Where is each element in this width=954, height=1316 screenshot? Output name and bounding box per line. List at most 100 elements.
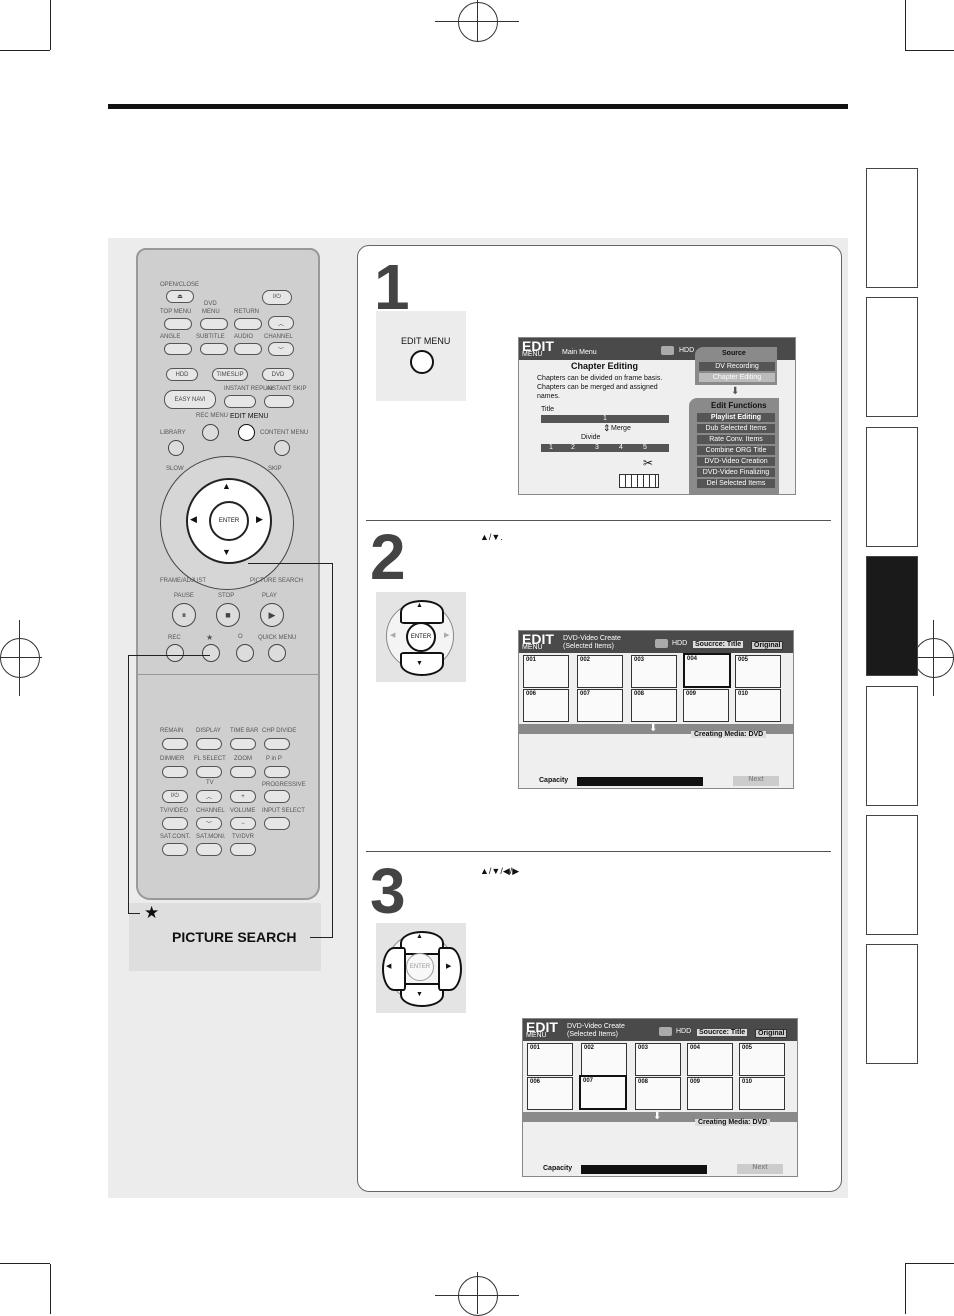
tv-video-button[interactable] (162, 817, 188, 830)
subtitle-button[interactable] (200, 343, 228, 355)
section-tab-active[interactable] (866, 556, 918, 676)
tv-channel-up-button[interactable]: ︿ (196, 790, 222, 803)
section-tab[interactable] (866, 686, 918, 806)
instant-replay-button[interactable] (224, 395, 256, 408)
tv-video-label: TV/VIDEO (160, 808, 189, 814)
edit-function-item[interactable]: Playlist Editing (697, 413, 775, 422)
p-in-p-button[interactable] (264, 766, 290, 778)
dvd-button[interactable]: DVD (262, 368, 294, 381)
thumbnail[interactable]: 009 (687, 1077, 733, 1110)
thumbnail[interactable]: 010 (739, 1077, 785, 1110)
open-close-button[interactable]: ⏏ (166, 290, 194, 303)
thumbnail[interactable]: 005 (735, 655, 781, 688)
thumbnail[interactable]: 001 (523, 655, 569, 688)
timeslip-button[interactable]: TIMESLIP (212, 368, 248, 381)
thumbnail[interactable]: 005 (739, 1043, 785, 1076)
edit-function-item[interactable]: DVD-Video Finalizing (697, 468, 775, 477)
enter-button[interactable]: ENTER (209, 501, 249, 541)
dpad-right[interactable] (438, 947, 462, 991)
return-button[interactable] (234, 318, 262, 330)
zoom-button[interactable] (230, 766, 256, 778)
rec-button[interactable] (166, 644, 184, 662)
edit-function-item[interactable]: Combine ORG Title (697, 446, 775, 455)
enter-button[interactable]: ENTER (406, 622, 436, 652)
play-button[interactable]: ▶ (260, 603, 284, 627)
dpad-up[interactable] (400, 931, 444, 955)
content-menu-button[interactable] (274, 440, 290, 456)
crop-mark (0, 1263, 50, 1264)
instant-skip-button[interactable] (264, 395, 294, 408)
thumbnail[interactable]: 010 (735, 689, 781, 722)
sat-cont-button[interactable] (162, 843, 188, 856)
section-tab[interactable] (866, 168, 918, 288)
menu-button[interactable] (200, 318, 228, 330)
dpad-left[interactable] (382, 947, 406, 991)
down-arrow-icon[interactable]: ▼ (222, 547, 231, 557)
edit-function-item[interactable]: Del Selected Items (697, 479, 775, 488)
stop-button[interactable]: ■ (216, 603, 240, 627)
source-item-chapter-editing[interactable]: Chapter Editing (699, 373, 775, 382)
tv-power-button[interactable]: I/⏻ (162, 790, 188, 803)
thumbnail[interactable]: 002 (581, 1043, 627, 1076)
thumbnail[interactable]: 008 (635, 1077, 681, 1110)
thumbnail[interactable]: 004 (687, 1043, 733, 1076)
thumbnail[interactable]: 008 (631, 689, 677, 722)
thumbnail[interactable]: 002 (577, 655, 623, 688)
quick-menu-button[interactable] (268, 644, 286, 662)
edit-menu-button[interactable] (410, 350, 434, 374)
left-arrow-icon[interactable]: ◀ (190, 514, 197, 524)
channel-up-button[interactable]: ︿ (268, 316, 294, 330)
thumbnail[interactable]: 009 (683, 689, 729, 722)
dpad-down[interactable] (400, 652, 444, 676)
tv-dvr-button[interactable] (230, 843, 256, 856)
section-tab[interactable] (866, 297, 918, 417)
input-select-button[interactable] (264, 817, 290, 830)
chp-divide-button[interactable] (264, 738, 290, 750)
thumbnail[interactable]: 003 (631, 655, 677, 688)
display-button[interactable] (196, 738, 222, 750)
thumbnail-selected[interactable]: 004 (683, 653, 731, 688)
up-arrow-icon[interactable]: ▲ (222, 481, 231, 491)
rec-menu-button[interactable] (202, 424, 219, 441)
source-item-dv-recording[interactable]: DV Recording (699, 362, 775, 371)
thumbnail[interactable]: 006 (527, 1077, 573, 1110)
dimmer-button[interactable] (162, 766, 188, 778)
pause-button[interactable]: ⏸ (172, 603, 196, 627)
progressive-button[interactable] (264, 790, 290, 803)
hdd-button[interactable]: HDD (166, 368, 198, 381)
remain-button[interactable] (162, 738, 188, 750)
edit-function-item[interactable]: Dub Selected Items (697, 424, 775, 433)
section-tab[interactable] (866, 944, 918, 1064)
top-menu-button[interactable] (164, 318, 192, 330)
sat-moni-button[interactable] (196, 843, 222, 856)
star-button[interactable] (202, 644, 220, 662)
section-tab[interactable] (866, 427, 918, 547)
power-button[interactable]: I/⏻ (262, 290, 292, 305)
edit-function-item[interactable]: DVD-Video Creation (697, 457, 775, 466)
audio-button[interactable] (234, 343, 262, 355)
thumbnail-selected[interactable]: 007 (579, 1075, 627, 1110)
volume-down-button[interactable]: − (230, 817, 256, 830)
dpad-down[interactable] (400, 983, 444, 1007)
tv-channel-down-button[interactable]: ﹀ (196, 817, 222, 830)
thumbnail[interactable]: 003 (635, 1043, 681, 1076)
easy-navi-button[interactable]: EASY NAVI (164, 390, 216, 409)
volume-up-button[interactable]: + (230, 790, 256, 803)
channel-down-button[interactable]: ﹀ (268, 342, 294, 356)
time-bar-button[interactable] (230, 738, 256, 750)
circle-button[interactable] (236, 644, 254, 662)
right-arrow-icon[interactable]: ▶ (256, 514, 263, 524)
section-tab[interactable] (866, 815, 918, 935)
registration-mark (933, 620, 934, 696)
angle-button[interactable] (164, 343, 192, 355)
next-button[interactable]: Next (737, 1164, 783, 1174)
edit-menu-button[interactable] (238, 424, 255, 441)
library-button[interactable] (168, 440, 184, 456)
enter-button[interactable]: ENTER (406, 953, 434, 981)
edit-function-item[interactable]: Rate Conv. Items (697, 435, 775, 444)
next-button[interactable]: Next (733, 776, 779, 786)
thumbnail[interactable]: 006 (523, 689, 569, 722)
fl-select-button[interactable] (196, 766, 222, 778)
thumbnail[interactable]: 007 (577, 689, 623, 722)
thumbnail[interactable]: 001 (527, 1043, 573, 1076)
